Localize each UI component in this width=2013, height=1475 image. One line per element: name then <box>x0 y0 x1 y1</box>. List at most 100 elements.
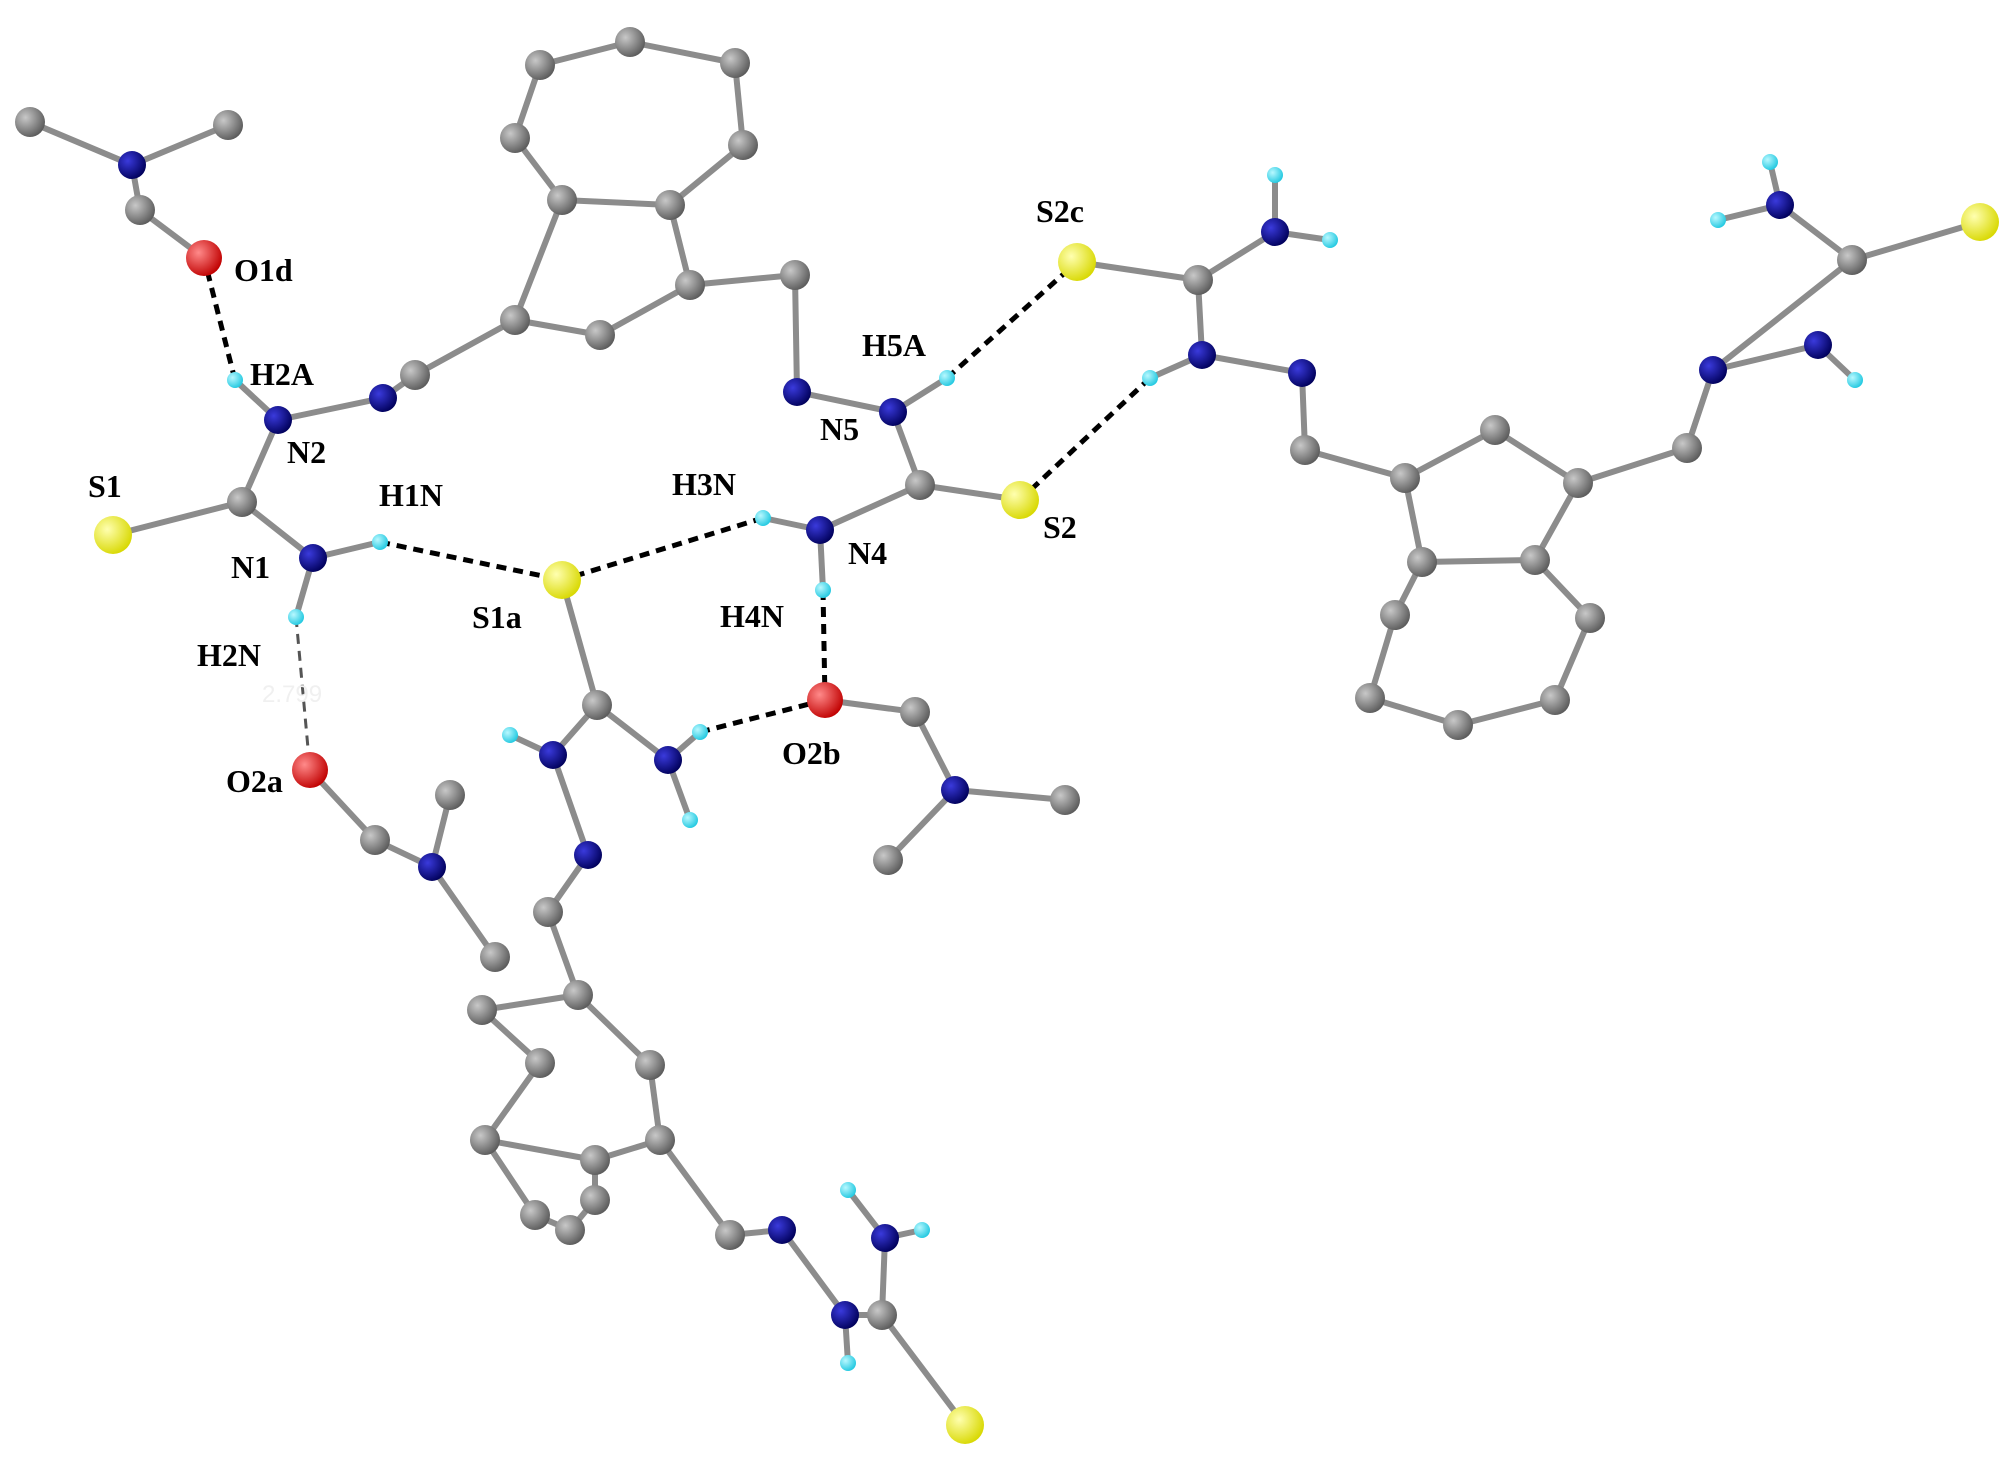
label-S2: S2 <box>1043 509 1077 545</box>
bond-r2-r3 <box>627 39 738 66</box>
hydrogen-atom-h1n <box>372 534 388 550</box>
carbon-atom-p2 <box>1480 415 1510 445</box>
bond-n11-cm4 <box>429 864 498 960</box>
nitrogen-atom-n19 <box>1261 218 1289 246</box>
bond-q4-q7 <box>482 1137 598 1163</box>
bond-p7-p8 <box>1367 695 1461 728</box>
bond-n10-cm1 <box>27 119 135 168</box>
hydrogen-atom-h13b <box>682 812 698 828</box>
hydrogen-atom-h17b <box>914 1222 930 1238</box>
bond-n12-n14 <box>550 752 591 858</box>
carbon-atom-c1 <box>500 305 530 335</box>
carbon-atom-cm3 <box>435 780 465 810</box>
hydrogen-atom-h19a <box>1267 167 1283 183</box>
carbon-atom-c18 <box>1183 265 1213 295</box>
nitrogen-atom-n10 <box>118 151 146 179</box>
bond-r4-r7 <box>667 142 746 208</box>
carbon-atom-c9 <box>125 195 155 225</box>
carbon-atom-cm1 <box>15 107 45 137</box>
hydrogen-atom-h24b <box>1762 154 1778 170</box>
label-H5A: H5A <box>862 327 926 363</box>
carbon-atom-q8 <box>520 1200 550 1230</box>
bond-s1a-c11 <box>559 577 600 708</box>
carbon-atom-r3 <box>720 48 750 78</box>
carbon-atom-c5 <box>400 360 430 390</box>
nitrogen-atom-n12 <box>539 741 567 769</box>
carbon-atom-c12 <box>533 897 563 927</box>
carbon-atom-c21 <box>1837 245 1867 275</box>
label-H3N: H3N <box>672 466 736 502</box>
carbon-atom-p10 <box>1575 603 1605 633</box>
carbon-atom-cm4 <box>480 942 510 972</box>
label-N1: N1 <box>231 549 270 585</box>
bond-n15-n16 <box>779 1227 848 1318</box>
label-S1: S1 <box>88 468 122 504</box>
bond-n18-cm6 <box>885 787 958 863</box>
carbon-atom-p8 <box>1443 710 1473 740</box>
hbond-h4n-o2b <box>820 589 828 701</box>
carbon-atom-r6 <box>547 185 577 215</box>
oxygen-atom-o2b <box>807 682 843 718</box>
bond-n22-n23 <box>1710 342 1821 373</box>
carbon-atom-p7 <box>1355 683 1385 713</box>
nitrogen-atom-n20 <box>1188 341 1216 369</box>
carbon-atom-q7 <box>470 1125 500 1155</box>
carbon-atom-q9 <box>645 1125 675 1155</box>
hydrogen-atom-h13a <box>692 724 708 740</box>
label-distance: 2.799 <box>262 681 322 708</box>
nitrogen-atom-n1 <box>299 544 327 572</box>
carbon-atom-p9 <box>1540 685 1570 715</box>
bond-c21-s4 <box>1849 219 1983 263</box>
carbon-atom-c8 <box>227 487 257 517</box>
bond-c3-c4 <box>687 272 798 288</box>
sulfur-atom-s3 <box>946 1406 984 1444</box>
nitrogen-atom-n2 <box>264 406 292 434</box>
bond-p2-p3 <box>1492 427 1581 486</box>
bond-p1-p2 <box>1402 427 1498 481</box>
atoms <box>15 27 1999 1444</box>
bond-c1-c5 <box>412 317 518 378</box>
carbon-atom-c11 <box>582 690 612 720</box>
carbon-atom-r4 <box>728 130 758 160</box>
bond-c15-s3 <box>879 1312 968 1428</box>
nitrogen-atom-n5 <box>879 398 907 426</box>
carbon-atom-q1 <box>635 1050 665 1080</box>
sulfur-atom-s2 <box>1001 481 1039 519</box>
label-H2A: H2A <box>250 356 314 392</box>
atom-labels: O1d H2A N2 S1 N1 H1N H2N 2.799 O2a S1a H… <box>88 193 1084 799</box>
bond-c8-s1 <box>110 499 245 538</box>
bond-p4-p5 <box>1419 557 1538 565</box>
carbon-atom-q4 <box>580 1145 610 1175</box>
bond-q8-q7 <box>482 1137 538 1218</box>
bond-r1-r2 <box>537 39 633 68</box>
carbon-atom-r7 <box>655 190 685 220</box>
hydrogen-atom-h5a <box>939 370 955 386</box>
hbond-h13a-o2b <box>699 697 826 735</box>
sulfur-atom-s2c <box>1058 243 1096 281</box>
bond-s2c-c18 <box>1074 259 1201 283</box>
label-O2b: O2b <box>782 735 841 771</box>
hbond-h1n-s1a <box>379 539 563 583</box>
nitrogen-atom-n16 <box>831 1301 859 1329</box>
carbon-atom-r2 <box>615 27 645 57</box>
nitrogen-atom-n4 <box>806 516 834 544</box>
bond-q7-q3 <box>482 1060 543 1143</box>
bond-c19-p1 <box>1302 447 1408 481</box>
bond-q9-c14 <box>657 1137 733 1238</box>
label-O2a: O2a <box>226 763 283 799</box>
bond-c21-n24 <box>1777 202 1855 263</box>
hydrogen-atom-h3n <box>755 510 771 526</box>
label-S1a: S1a <box>472 599 522 635</box>
nitrogen-atom-n15 <box>768 1216 796 1244</box>
sulfur-atom-s1 <box>94 516 132 554</box>
label-N2: N2 <box>287 434 326 470</box>
bond-c2-c3 <box>597 282 693 338</box>
label-N5: N5 <box>820 411 859 447</box>
oxygen-atom-o1d <box>186 240 222 276</box>
label-O1d: O1d <box>234 252 293 288</box>
bond-c4-n7 <box>792 272 800 395</box>
nitrogen-atom-n22 <box>1699 356 1727 384</box>
carbon-atom-q6 <box>467 995 497 1025</box>
carbon-atom-c19 <box>1290 435 1320 465</box>
